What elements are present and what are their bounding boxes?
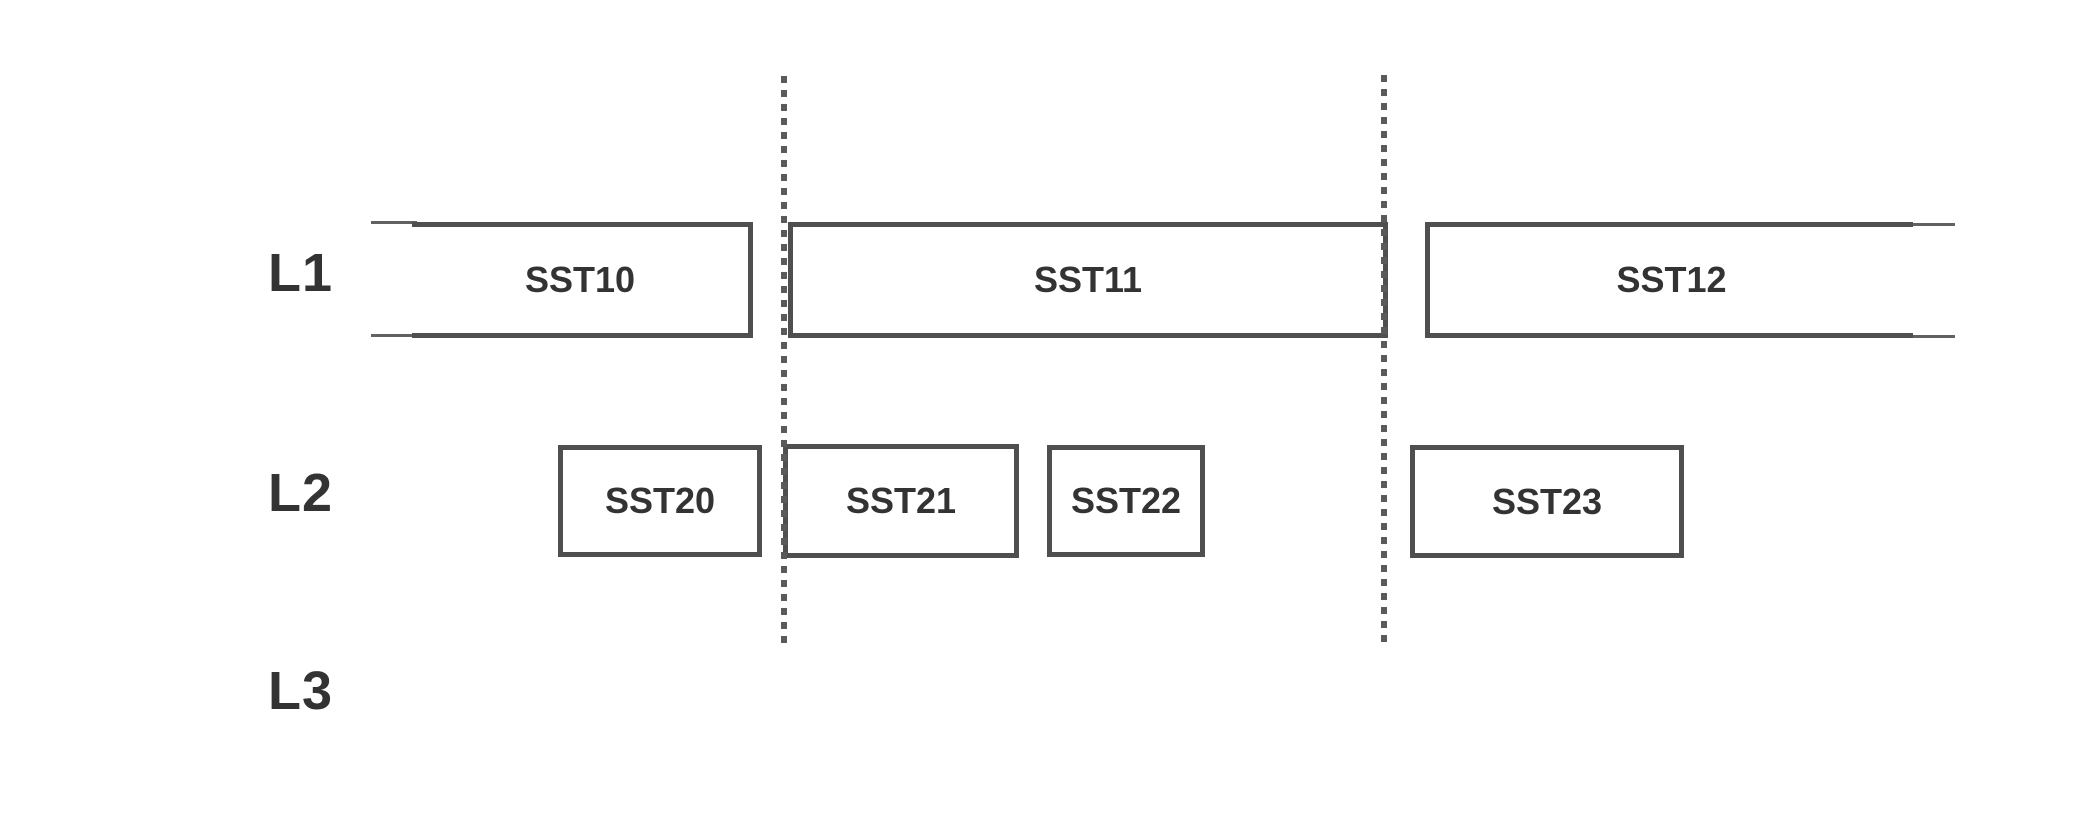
segment-label-sst23: SST23 [1491,480,1603,522]
segment-label-sst20: SST20 [604,480,716,521]
segment-label-sst12: SST12 [1616,259,1727,300]
lane-label-l3: L3 [268,661,334,721]
sst10-continuation-line-bottom [371,334,417,337]
segment-box-sst10: SST10 [412,222,753,338]
segment-label-sst11: SST11 [1033,259,1143,300]
segment-label-sst22: SST22 [1070,480,1182,521]
segment-box-sst23: SST23 [1410,445,1684,558]
lane-label-l2: L2 [268,463,334,523]
segment-box-sst20: SST20 [558,445,762,557]
segment-label-sst10: SST10 [524,259,636,300]
segment-box-sst21: SST21 [783,444,1019,558]
segment-box-sst22: SST22 [1047,445,1205,557]
dotted-divider-line-2 [1381,75,1387,643]
segment-label-sst21: SST21 [845,480,957,521]
segment-box-sst12: SST12 [1425,222,1913,338]
sst12-continuation-line-top [1911,223,1955,226]
sst10-continuation-line-top [371,221,417,224]
lane-label-l1: L1 [268,243,334,303]
dotted-divider-line-1 [781,76,787,643]
sst12-continuation-line-bottom [1911,335,1955,338]
segment-box-sst11: SST11 [788,222,1388,338]
